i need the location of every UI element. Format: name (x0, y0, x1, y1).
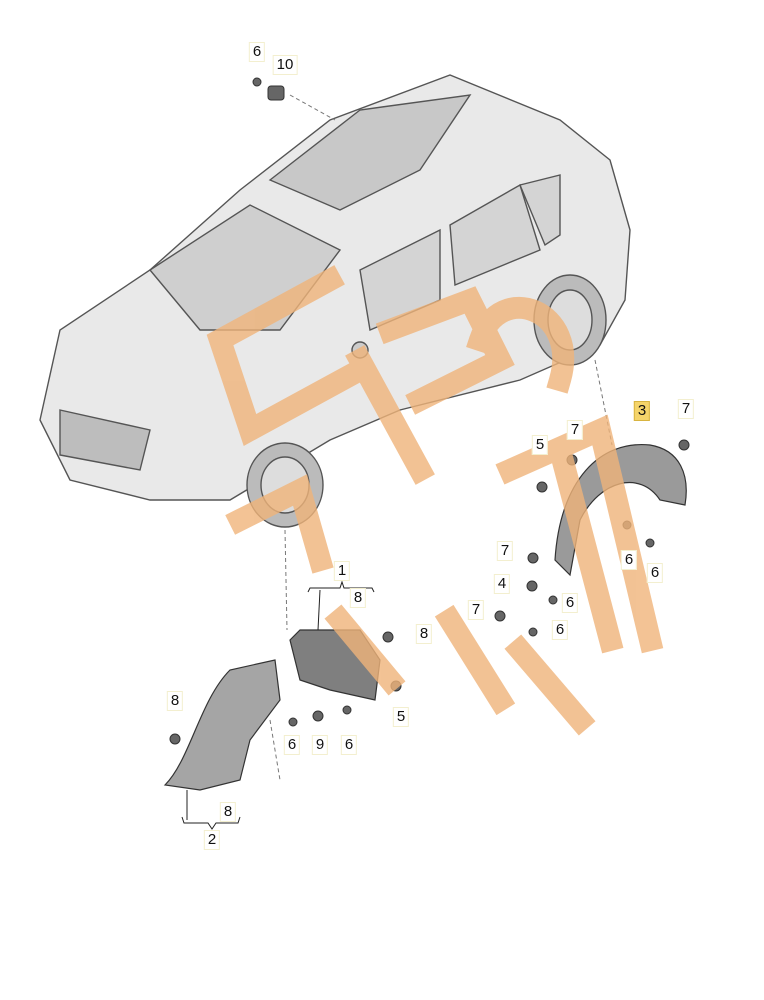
callout-5[interactable]: 5 (531, 435, 549, 455)
callout-8[interactable]: 8 (415, 624, 433, 644)
callout-5[interactable]: 5 (392, 707, 410, 727)
watermark-logo (206, 265, 664, 736)
callout-10[interactable]: 10 (272, 55, 298, 75)
callout-6[interactable]: 6 (561, 593, 579, 613)
callout-4[interactable]: 4 (493, 574, 511, 594)
callout-7[interactable]: 7 (566, 420, 584, 440)
callout-8[interactable]: 8 (349, 588, 367, 608)
callout-8[interactable]: 8 (219, 802, 237, 822)
callout-6[interactable]: 6 (551, 620, 569, 640)
callout-6[interactable]: 6 (248, 42, 266, 62)
callout-7[interactable]: 7 (496, 541, 514, 561)
part-10-bracket (267, 85, 285, 101)
callout-9[interactable]: 9 (311, 735, 329, 755)
callout-8[interactable]: 8 (166, 691, 184, 711)
callout-7[interactable]: 7 (467, 600, 485, 620)
callout-6[interactable]: 6 (340, 735, 358, 755)
callout-6[interactable]: 6 (620, 550, 638, 570)
callout-7[interactable]: 7 (677, 399, 695, 419)
callout-6[interactable]: 6 (283, 735, 301, 755)
callout-1[interactable]: 1 (333, 561, 351, 581)
callout-3-highlighted[interactable]: 3 (633, 401, 651, 421)
callout-6[interactable]: 6 (646, 563, 664, 583)
callout-2[interactable]: 2 (203, 830, 221, 850)
brackets (181, 580, 375, 830)
